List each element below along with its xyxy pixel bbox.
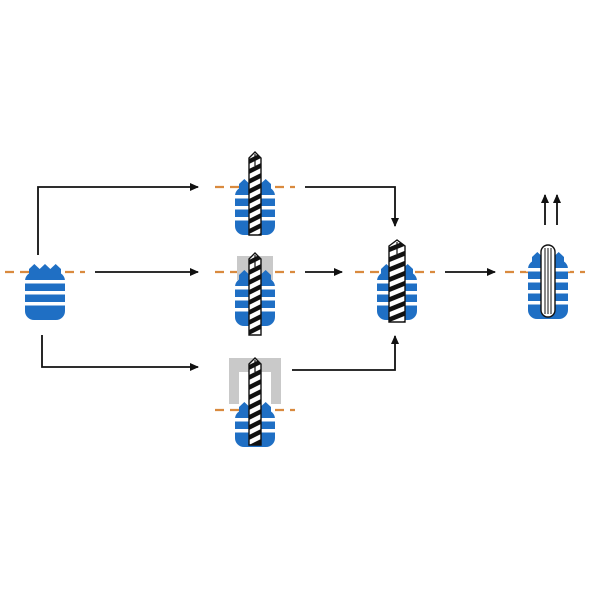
arrow-to-bottom-branch — [41, 335, 199, 371]
arrow-top-to-merge — [305, 186, 399, 227]
extracted-coil-icon — [540, 244, 556, 318]
drill-with-gray-sleeve-icon — [248, 252, 262, 336]
drill-bit-icon — [248, 151, 262, 236]
drill-with-gray-jig-icon — [248, 357, 262, 446]
arrow-to-top-branch — [37, 183, 199, 255]
striped-drill-icon — [388, 239, 406, 323]
gray-jig-shape — [229, 358, 281, 404]
arrow-bottom-to-merge — [292, 335, 399, 371]
blue-coil-insert-icon — [23, 264, 67, 320]
